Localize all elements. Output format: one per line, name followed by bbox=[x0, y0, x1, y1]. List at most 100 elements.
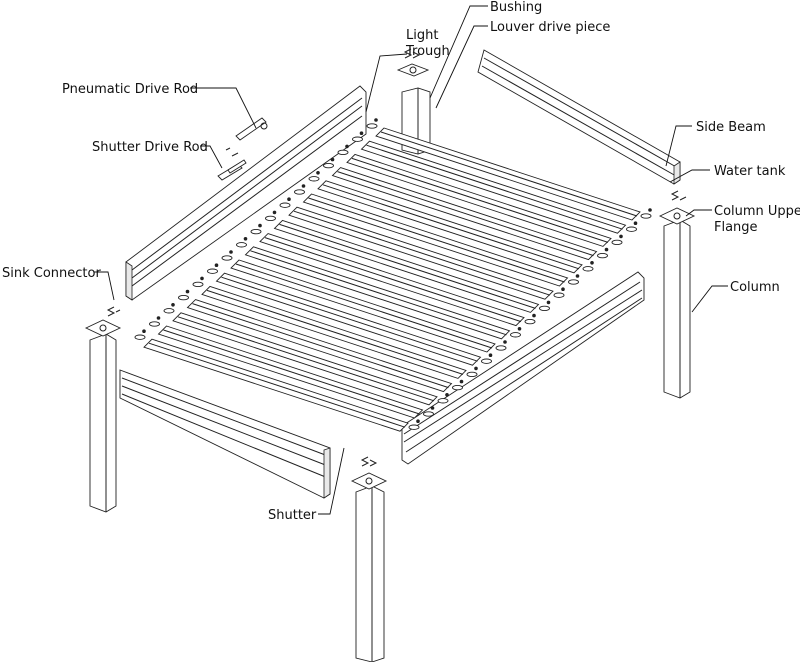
label-shutter-drive-rod: Shutter Drive Rod bbox=[92, 140, 208, 155]
louver-drive-piece bbox=[510, 332, 521, 338]
louver-drive-piece bbox=[352, 136, 363, 142]
bushing bbox=[287, 197, 291, 201]
label-column-upper: Column Upper bbox=[714, 204, 800, 219]
louver-drive-piece bbox=[149, 321, 160, 327]
louver-drive-piece bbox=[163, 308, 175, 314]
louver-drive-piece bbox=[221, 255, 233, 261]
louver-drive-piece bbox=[582, 266, 594, 272]
louver-blade-ridge bbox=[235, 263, 493, 349]
louver-blade-ridge bbox=[279, 223, 536, 309]
louver-blade-ridge bbox=[206, 289, 464, 375]
louver-drive-piece bbox=[250, 228, 262, 235]
bushing bbox=[359, 131, 364, 135]
bushing bbox=[459, 379, 464, 384]
bushing bbox=[474, 366, 478, 371]
bushing bbox=[445, 393, 449, 397]
bushing bbox=[142, 329, 146, 334]
louver-drive-piece bbox=[524, 318, 536, 325]
bushing bbox=[546, 300, 551, 305]
bushing bbox=[430, 406, 435, 410]
louver-drive-piece bbox=[265, 215, 276, 222]
bushing bbox=[633, 221, 638, 225]
label-pneumatic-drive-rod: Pneumatic Drive Rod bbox=[62, 82, 198, 97]
louver-drive-piece bbox=[437, 398, 449, 404]
louver-drive-piece bbox=[568, 279, 579, 285]
bushing bbox=[301, 184, 306, 188]
louver-drive-piece bbox=[308, 176, 320, 182]
louver-blade-ridge bbox=[293, 210, 551, 296]
louver-drive-piece bbox=[640, 213, 652, 219]
bushing bbox=[243, 237, 248, 241]
bushing bbox=[532, 313, 536, 318]
louver-blade-ridge bbox=[148, 342, 406, 428]
label-sink-connector: Sink Connector bbox=[2, 266, 101, 281]
bushing bbox=[648, 208, 652, 212]
label-flange: Flange bbox=[714, 220, 758, 235]
bushing bbox=[258, 223, 262, 228]
bushing bbox=[229, 250, 233, 254]
louver-drive-piece bbox=[611, 239, 623, 246]
louver-drive-piece bbox=[323, 162, 334, 169]
bushing bbox=[619, 234, 623, 239]
louver-drive-piece bbox=[466, 371, 478, 378]
column-front bbox=[350, 472, 388, 663]
bushing bbox=[374, 118, 378, 122]
bushing bbox=[345, 144, 349, 149]
bushing bbox=[517, 327, 522, 331]
leader-lines bbox=[94, 5, 728, 515]
louver-drive-piece bbox=[408, 424, 420, 430]
bushing bbox=[156, 316, 161, 320]
louver-drive-piece bbox=[423, 411, 434, 417]
louver-drive-piece bbox=[207, 268, 218, 274]
side-beam-back-left bbox=[125, 85, 367, 301]
bushing bbox=[214, 263, 219, 268]
bushing bbox=[561, 287, 565, 292]
label-trough: Trough bbox=[405, 44, 450, 59]
label-bushing: Bushing bbox=[490, 0, 542, 15]
louver-blade-ridge bbox=[322, 184, 580, 270]
bushing bbox=[200, 276, 204, 281]
sink-connector-parts bbox=[106, 48, 687, 467]
bushing bbox=[330, 157, 335, 162]
louver-blade-ridge bbox=[163, 329, 420, 415]
bushing bbox=[488, 353, 493, 358]
louver-drive-piece bbox=[178, 294, 189, 301]
louver-drive-piece bbox=[626, 226, 637, 232]
louver-drive-piece bbox=[366, 123, 378, 129]
column-right bbox=[658, 207, 696, 399]
louver-drive-piece bbox=[495, 345, 507, 351]
louver-drive-piece bbox=[192, 281, 204, 288]
louver-drive-piece bbox=[539, 305, 550, 312]
louver-blade-ridge bbox=[264, 237, 522, 323]
bushing bbox=[590, 261, 594, 265]
louver-drive-piece bbox=[279, 202, 291, 208]
louver-drive-piece bbox=[597, 252, 608, 259]
side-beam-back-right bbox=[477, 49, 681, 185]
louver-drive-pieces bbox=[134, 118, 652, 430]
pneumatic-drive-rod-part bbox=[225, 117, 268, 157]
label-water-tank: Water tank bbox=[714, 164, 786, 179]
label-shutter: Shutter bbox=[268, 508, 317, 523]
bushing bbox=[604, 247, 609, 252]
bushing bbox=[416, 419, 420, 424]
bushing bbox=[503, 340, 507, 344]
bushing bbox=[272, 210, 277, 215]
column-left bbox=[84, 319, 122, 513]
label-louver-drive-piece: Louver drive piece bbox=[490, 20, 610, 35]
louver-blade-ridge bbox=[351, 157, 609, 243]
bushing bbox=[575, 274, 580, 278]
bushing bbox=[171, 303, 175, 307]
louver-drive-piece bbox=[294, 189, 305, 195]
label-light: Light bbox=[406, 28, 438, 43]
louver-blade-ridge bbox=[337, 171, 594, 257]
louver-blade-ridge bbox=[308, 197, 565, 283]
louver-blades bbox=[143, 127, 641, 432]
louver-drive-piece bbox=[337, 149, 349, 156]
louver-blade-ridge bbox=[250, 250, 507, 336]
louver-drive-piece bbox=[236, 242, 247, 248]
louver-blade-ridge bbox=[192, 303, 449, 389]
louver-blade-ridge bbox=[380, 131, 638, 217]
louver-drive-piece bbox=[481, 358, 492, 364]
